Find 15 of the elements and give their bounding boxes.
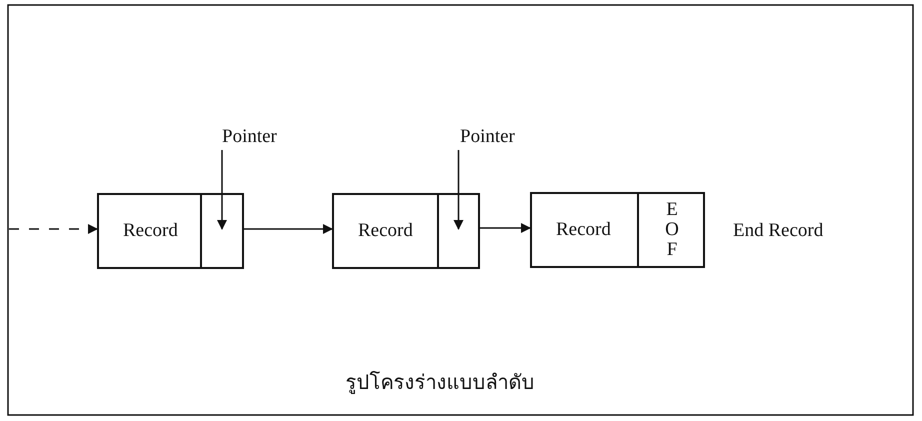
pointer-label: Pointer	[460, 126, 515, 148]
eof-text: E O F	[664, 200, 680, 260]
end-record-label: End Record	[733, 220, 824, 242]
record-box	[97, 193, 244, 269]
arrow	[244, 224, 333, 234]
caption: รูปโครงร่างแบบลำดับ	[344, 370, 536, 396]
arrow	[480, 223, 531, 233]
record-label: Record	[123, 220, 178, 242]
pointer-label: Pointer	[222, 126, 277, 148]
leader-arrow	[454, 150, 464, 230]
record-label: Record	[358, 220, 413, 242]
leader-arrow	[217, 150, 227, 230]
arrow	[9, 224, 98, 234]
record-box	[332, 193, 480, 269]
record-label: Record	[556, 219, 611, 241]
